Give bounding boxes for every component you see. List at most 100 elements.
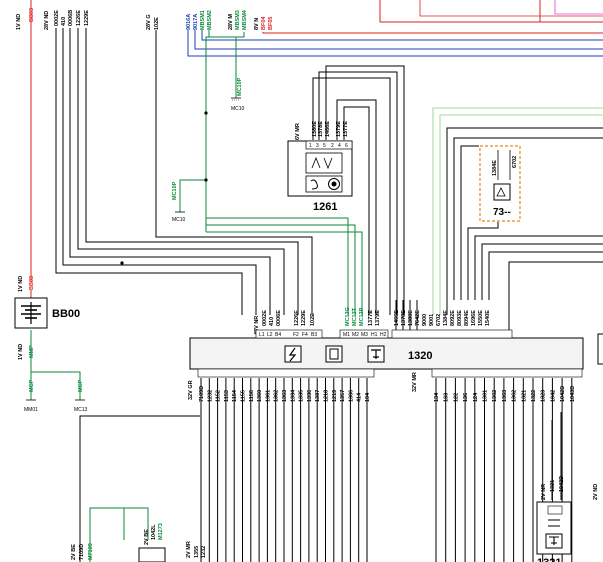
wire-label: MBSM3 <box>235 10 241 30</box>
wire-label: 1335 <box>299 390 305 402</box>
pin: M1 <box>343 332 350 338</box>
component-1261[interactable]: 6V MR 1380E 1378E 1466E 1379E 1377E 1 3 … <box>287 65 405 315</box>
wire-label: 1321 <box>521 390 527 402</box>
wire-label: 1153 <box>224 390 230 402</box>
conn-label: 32V MR <box>412 372 418 392</box>
conn-8vn-label: 8V N <box>254 18 260 30</box>
connector-right-wires: 1466E 1378E 1380E 7642E 9000 9001 6702 1… <box>394 310 491 326</box>
conn-28vnd-label: 28V ND <box>44 11 50 30</box>
ground-label: MC10P <box>172 181 178 200</box>
pin: 5 <box>323 143 326 149</box>
wire-label: 1378E <box>318 121 324 137</box>
component-id: 1321 <box>537 557 561 562</box>
ground-id: MC13 <box>74 407 88 413</box>
wire-label: 1226E <box>294 310 300 326</box>
wire-label: 8093E <box>457 310 463 326</box>
wire-label: 1226E <box>76 10 82 26</box>
ground-label: MC10P <box>237 77 243 96</box>
wire-label: MBSM2 <box>207 10 213 30</box>
bottom-connectors: 2V BE 7109D M7109 2V BE 1042L M1273 2V M… <box>71 412 599 562</box>
pin: 6 <box>345 143 348 149</box>
wire-label: 1379E <box>336 121 342 137</box>
injector-icon <box>371 349 381 359</box>
wire-label: 9016A <box>186 14 192 30</box>
fuel-pump-icon <box>496 187 506 197</box>
wire-label: 1218 <box>324 390 330 402</box>
wire-label: 1229E <box>84 10 90 26</box>
ground-mc10-left: MC10P MC10 <box>172 111 208 223</box>
wire-label: BB03 <box>29 276 35 290</box>
pin: F2 <box>293 332 299 338</box>
wire-label: 1336 <box>307 390 313 402</box>
ground-id: MC10 <box>172 217 186 223</box>
pin: M3 <box>361 332 368 338</box>
wire-label: 1380E <box>408 310 414 326</box>
wire-label: 1302 <box>492 390 498 402</box>
wire-label: 1377E <box>368 310 374 326</box>
wire-label: MMP <box>29 345 35 358</box>
wire-label: 410 <box>61 17 67 26</box>
wire-label: 1361 <box>265 390 271 402</box>
relay-icon <box>305 152 343 174</box>
wire-label: 1156 <box>249 390 255 402</box>
ground-id: MC10 <box>231 106 245 112</box>
component-73[interactable]: 1384E 6702 73-- <box>432 107 603 315</box>
wire-label: 1550E <box>478 310 484 326</box>
wire-label: 1043D <box>570 386 576 402</box>
wire-label: M1273 <box>158 523 164 540</box>
component-bb00[interactable]: 1V ND BB03 BB00 1V ND MMP MCP MCP MM01 M… <box>14 276 88 413</box>
wire-label: 6702 <box>436 314 442 326</box>
wire-label: 1366 <box>348 390 354 402</box>
wire-label: 124 <box>473 392 479 402</box>
pin: 3 <box>316 143 319 149</box>
conn-label: 6V MR <box>295 123 301 140</box>
wire-label: MCP <box>29 379 35 392</box>
conn-label: 2V BE <box>71 544 77 560</box>
chip-icon <box>329 348 339 360</box>
component-id: 1261 <box>313 201 337 213</box>
wire-label: MC13P <box>359 307 365 326</box>
connector-48v-wires: 0002E 410 0006E 1226E 1229E 102E <box>262 310 316 326</box>
wire-label: 1152 <box>216 390 222 402</box>
conn-label: 2V BE <box>144 529 150 545</box>
wire-label: MBSM1 <box>200 10 206 30</box>
wire-label: 1229E <box>301 310 307 326</box>
pin: 4 <box>338 143 341 149</box>
conn-label: 1V ND <box>18 276 24 292</box>
wire-label: 1362 <box>512 390 518 402</box>
wire-label: 1322 <box>531 390 537 402</box>
wire-label: 104 <box>365 392 371 402</box>
wire-label: 133 <box>444 393 450 402</box>
wire-label: 102E <box>310 313 316 326</box>
wire-label: 0002E <box>262 310 268 326</box>
injector-icon <box>549 536 559 545</box>
wire-label: M7109 <box>88 543 94 560</box>
conn-1vnd-top-label: 1V ND <box>16 14 22 30</box>
wire-label: 1696E <box>471 310 477 326</box>
wire-label: MBSM4 <box>242 9 248 30</box>
pin: 1 <box>309 143 312 149</box>
partial-component <box>597 333 603 365</box>
wire-label: 0002E <box>54 10 60 26</box>
wire-102e: 102E <box>154 17 160 30</box>
wire-label: 0006B <box>68 10 74 26</box>
wire-label: 1042D <box>560 386 566 402</box>
wire-label: 1387 <box>315 390 321 402</box>
component-id: 73-- <box>493 207 511 218</box>
conn-label: 32V GR <box>188 380 194 400</box>
wire-label: MC13T <box>352 307 358 326</box>
conn-label: 2V NR <box>541 484 547 500</box>
wire-label: 1466E <box>325 121 331 137</box>
wire-label: 122 <box>453 393 459 402</box>
pin: B3 <box>311 332 317 338</box>
conn-label: 48V NR <box>254 316 260 335</box>
wire-label: 1380E <box>312 121 318 137</box>
wire-label: 1042D <box>559 476 565 492</box>
wire-label: 136 <box>463 393 469 402</box>
pin: M2 <box>352 332 359 338</box>
wire-label: 1377E <box>343 121 349 137</box>
component-id: BB00 <box>52 308 80 320</box>
wire-label: 1540E <box>485 310 491 326</box>
top-left-connectors: 1V ND BB03 28V ND 0002E 410 0006B 1226E … <box>16 0 299 315</box>
